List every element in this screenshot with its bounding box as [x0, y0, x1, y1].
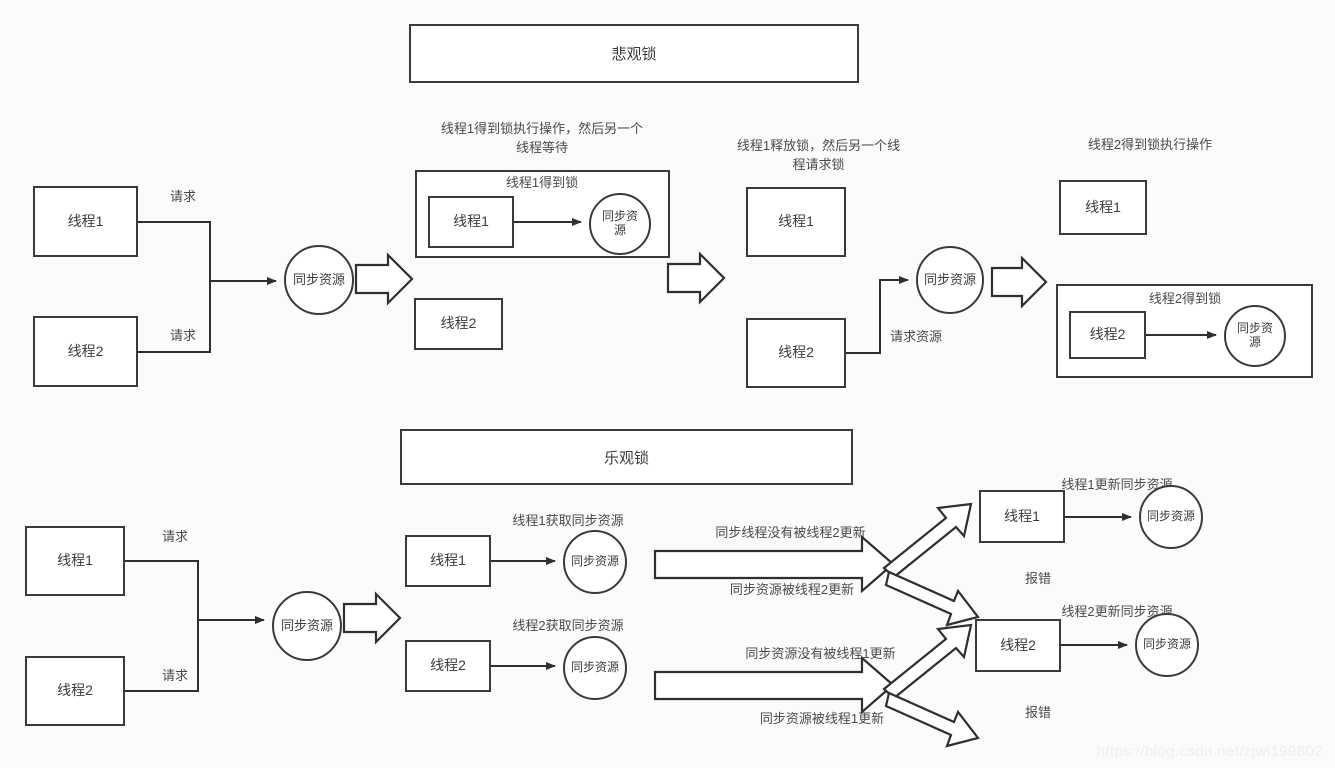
optimistic-s2-top-sync-resource: 同步资源: [563, 530, 627, 594]
optimistic-s4-bottom-thread2-label: 线程2: [1000, 636, 1036, 653]
pessimistic-s1-thread2: 线程2: [33, 316, 138, 387]
pessimistic-s3-thread2: 线程2: [746, 318, 846, 388]
pessimistic-s2-caption: 线程1得到锁执行操作，然后另一个线程等待: [440, 121, 644, 155]
block-arrow-o-top-success: [882, 502, 973, 579]
pessimistic-s1-thread2-label: 线程2: [67, 342, 104, 359]
pessimistic-s3-thread1-label: 线程1: [778, 213, 814, 230]
optimistic-s4-bottom-error-label: 报错: [1024, 705, 1051, 720]
optimistic-s1-thread1: 线程1: [25, 526, 125, 596]
optimistic-s3-top-fail-label: 同步资源被线程2更新: [729, 582, 855, 597]
pessimistic-s4-sync-resource-label: 同步资源: [1236, 321, 1273, 349]
optimistic-s4-top-thread1: 线程1: [979, 490, 1065, 543]
optimistic-s2-top-thread1-label: 线程1: [430, 552, 466, 569]
optimistic-s1-sync-resource: 同步资源: [272, 591, 342, 661]
pessimistic-s1-thread1: 线程1: [33, 186, 138, 257]
optimistic-s2-bottom-sync-resource-label: 同步资源: [571, 660, 620, 675]
optimistic-s4-top-sync-resource-label: 同步资源: [1147, 509, 1196, 524]
pessimistic-s2-thread2: 线程2: [414, 298, 503, 350]
optimistic-s4-top-caption: 线程1更新同步资源: [1061, 477, 1173, 492]
pessimistic-s3-edge-label: 请求资源: [889, 329, 942, 344]
pessimistic-s4-sync-resource: 同步资源: [1224, 305, 1286, 367]
edge-o-s1-thread1: [125, 560, 265, 624]
pessimistic-s3-caption: 线程1释放锁，然后另一个线程请求锁: [736, 138, 901, 172]
block-arrow-o-top-fail: [884, 570, 980, 627]
pessimistic-s2-sync-resource: 同步资源: [589, 193, 651, 255]
pessimistic-s3-sync-resource: 同步资源: [916, 246, 984, 314]
pessimistic-s3-sync-resource-label: 同步资源: [924, 271, 977, 287]
pessimistic-lock-banner-label: 悲观锁: [611, 46, 657, 63]
optimistic-s1-thread2-label: 线程2: [57, 682, 93, 699]
block-arrow-o-bottom-trunk: [653, 655, 895, 715]
optimistic-s2-bottom-caption: 线程2获取同步资源: [512, 618, 624, 633]
pessimistic-s2-thread2-label: 线程2: [440, 315, 477, 332]
pessimistic-s4-caption: 线程2得到锁执行操作: [1087, 137, 1213, 152]
block-arrow-p-s2-to-s3: [666, 251, 726, 305]
pessimistic-s2-thread1: 线程1: [428, 196, 514, 248]
optimistic-s4-bottom-sync-resource-label: 同步资源: [1143, 637, 1192, 652]
pessimistic-s4-thread2-label: 线程2: [1089, 326, 1126, 343]
pessimistic-lock-banner: 悲观锁: [409, 24, 859, 83]
optimistic-s2-bottom-thread2: 线程2: [405, 640, 491, 692]
optimistic-s1-request2-label: 请求: [161, 668, 188, 683]
pessimistic-s1-sync-resource-label: 同步资源: [292, 271, 345, 287]
pessimistic-s4-thread2: 线程2: [1069, 311, 1146, 359]
optimistic-s4-bottom-thread2: 线程2: [975, 619, 1061, 672]
pessimistic-s1-sync-resource: 同步资源: [284, 245, 354, 315]
block-arrow-o-s1-to-s2: [342, 591, 402, 645]
pessimistic-s1-request2-label: 请求: [169, 328, 196, 343]
pessimistic-s2-thread1-label: 线程1: [453, 213, 489, 230]
optimistic-s2-bottom-sync-resource: 同步资源: [563, 636, 627, 700]
optimistic-s2-bottom-thread2-label: 线程2: [430, 657, 466, 674]
optimistic-s2-top-thread1: 线程1: [405, 535, 491, 587]
pessimistic-s4-thread1-label: 线程1: [1085, 198, 1121, 215]
block-arrow-p-s1-to-s2: [354, 252, 414, 306]
pessimistic-s3-thread1: 线程1: [746, 187, 846, 257]
optimistic-s1-request1-label: 请求: [161, 529, 188, 544]
optimistic-s1-thread1-label: 线程1: [57, 552, 93, 569]
optimistic-s4-top-thread1-label: 线程1: [1004, 507, 1040, 524]
pessimistic-s3-thread2-label: 线程2: [778, 344, 814, 361]
optimistic-s4-bottom-sync-resource: 同步资源: [1135, 613, 1199, 677]
optimistic-s4-bottom-caption: 线程2更新同步资源: [1061, 604, 1173, 619]
optimistic-s1-sync-resource-label: 同步资源: [280, 617, 333, 633]
pessimistic-s4-group-label: 线程2得到锁: [1148, 291, 1222, 306]
pessimistic-s2-group-label: 线程1得到锁: [505, 175, 579, 190]
optimistic-s2-top-sync-resource-label: 同步资源: [571, 554, 620, 569]
pessimistic-s4-thread1: 线程1: [1059, 180, 1147, 235]
optimistic-s4-top-sync-resource: 同步资源: [1139, 485, 1203, 549]
optimistic-s2-top-caption: 线程1获取同步资源: [512, 513, 624, 528]
optimistic-s4-top-error-label: 报错: [1024, 571, 1051, 586]
optimistic-s1-thread2: 线程2: [25, 656, 125, 726]
pessimistic-s1-request1-label: 请求: [169, 189, 196, 204]
optimistic-s3-bottom-success-label: 同步资源没有被线程1更新: [745, 646, 896, 661]
optimistic-s3-bottom-fail-label: 同步资源被线程1更新: [759, 711, 885, 726]
block-arrow-p-s3-to-s4: [990, 255, 1048, 309]
edge-p-s1-thread1: [138, 221, 277, 285]
watermark: https://blog.csdn.net/zjwl199802: [1096, 743, 1323, 760]
optimistic-lock-banner: 乐观锁: [400, 429, 853, 485]
pessimistic-s1-thread1-label: 线程1: [67, 212, 104, 229]
optimistic-lock-banner-label: 乐观锁: [603, 449, 649, 467]
optimistic-s3-top-success-label: 同步线程没有被线程2更新: [715, 525, 866, 540]
pessimistic-s2-sync-resource-label: 同步资源: [601, 209, 638, 237]
